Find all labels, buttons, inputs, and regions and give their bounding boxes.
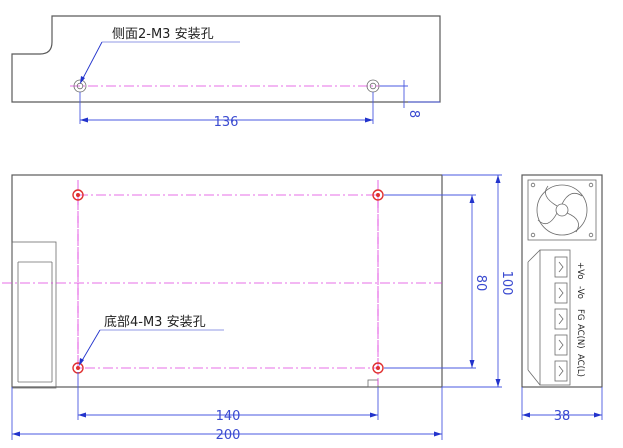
- bottom-dim200-arrow-left: [12, 431, 20, 437]
- end-view-outline: [521, 174, 603, 388]
- terminal-label-vo-plus: +Vo: [575, 262, 585, 279]
- side-dim-arrow-left: [80, 117, 88, 123]
- bottom-dim200-arrow-right: [434, 431, 442, 437]
- bottom-dim-overall-v-label: 100: [499, 271, 514, 296]
- bottom-dim100-arrow-bottom: [495, 379, 501, 387]
- bottom-hole-br: [372, 362, 384, 374]
- end-dim-arrow-right: [594, 412, 602, 418]
- bottom-view-outline: [11, 174, 443, 388]
- bottom-view-recess: [11, 241, 57, 389]
- side-view: 侧面2-M3 安装孔 136 8: [11, 15, 441, 130]
- bottom-note-leader-arrow: [79, 358, 84, 366]
- end-view: +Vo -Vo FG AC(N) AC(L) 38: [521, 174, 603, 424]
- bottom-dim140-arrow-right: [370, 412, 378, 418]
- terminal-label-fg: FG: [575, 309, 585, 320]
- side-note-text: 侧面2-M3 安装孔: [112, 27, 214, 42]
- side-view-outline: [11, 15, 441, 103]
- bottom-hole-tl: [72, 189, 84, 201]
- bottom-dim-holes-h-label: 140: [216, 409, 241, 424]
- bottom-hole-pattern: [77, 194, 379, 369]
- terminal-label-vo-minus: -Vo: [575, 286, 585, 299]
- side-note-leader: [80, 41, 103, 83]
- bottom-dim-overall-h-label: 200: [216, 428, 241, 443]
- side-dim-height-label: 8: [406, 110, 421, 118]
- bottom-dim80-arrow-top: [469, 195, 475, 203]
- side-note-leader-arrow: [80, 76, 85, 84]
- terminal-label-ac-l: AC(L): [575, 354, 585, 377]
- terminal-label-ac-n: AC(N): [575, 324, 585, 349]
- side-dim-arrow-right: [365, 117, 373, 123]
- bottom-note-text: 底部4-M3 安装孔: [104, 314, 206, 330]
- side-dim-width-label: 136: [214, 115, 239, 130]
- end-dim-width-label: 38: [554, 409, 571, 424]
- bottom-dim80-arrow-bottom: [469, 360, 475, 368]
- bottom-view-foot: [367, 379, 379, 388]
- bottom-dim140-arrow-left: [78, 412, 86, 418]
- bottom-view: 底部4-M3 安装孔 140 200 80 100: [2, 174, 514, 443]
- terminal-block: [527, 249, 571, 386]
- bottom-note-leader: [79, 329, 101, 365]
- fan-icon: [527, 179, 597, 241]
- end-dim-arrow-left: [522, 412, 530, 418]
- bottom-dim100-arrow-top: [495, 175, 501, 183]
- bottom-hole-tr: [372, 189, 384, 201]
- bottom-dim-holes-v-label: 80: [473, 275, 488, 292]
